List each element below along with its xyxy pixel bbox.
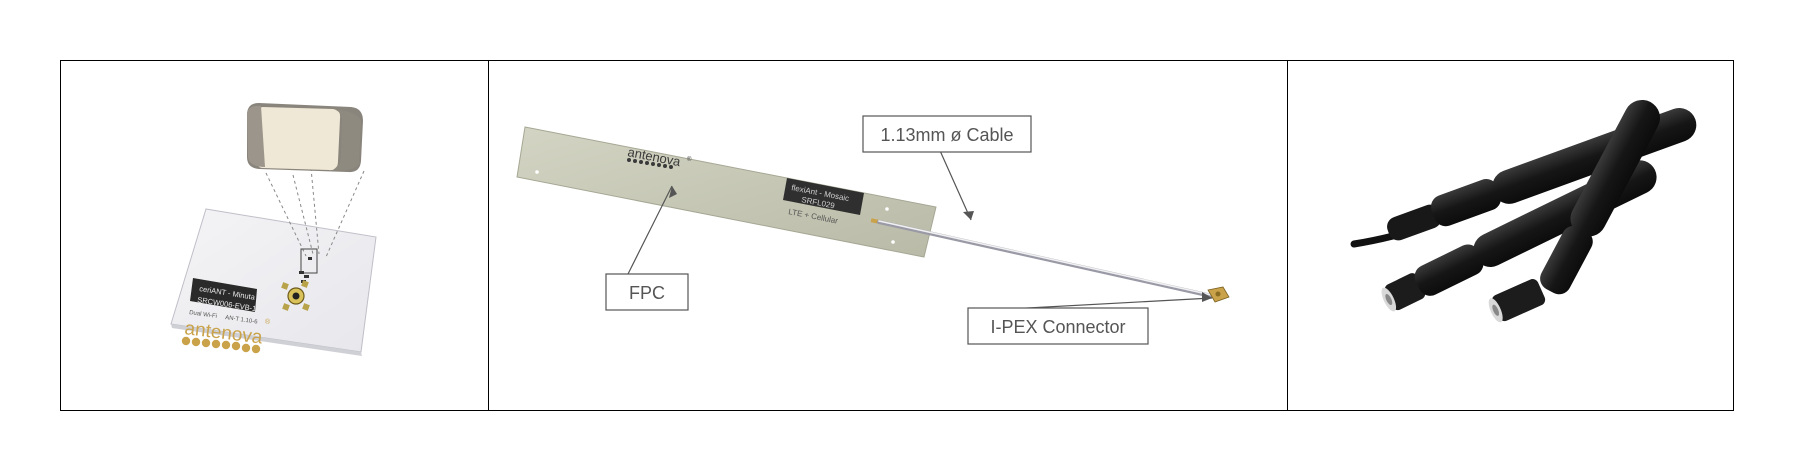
callout-connector: I-PEX Connector (967, 307, 1149, 345)
board-small-right: AN-T 1.10-6 (225, 315, 259, 326)
board-small-left: Dual Wi-Fi (189, 310, 218, 320)
callout-cable: 1.13mm ø Cable (862, 115, 1032, 153)
plate-brand-dots (627, 158, 673, 169)
chip-antenna-zoom (247, 103, 363, 173)
chip-antenna-panel: ceriANT - Minuta SRCW006-EVB-1 Dual Wi-F… (61, 61, 489, 410)
zoom-projection-lines (265, 167, 365, 258)
dipole-antenna-3 (1488, 99, 1661, 323)
sma-connector (281, 280, 310, 311)
external-antennas-illustration (1350, 99, 1697, 323)
ipex-connector (1207, 286, 1230, 303)
callout-connector-text: I-PEX Connector (990, 317, 1125, 337)
callout-cable-text: 1.13mm ø Cable (880, 125, 1013, 145)
callout-fpc: FPC (605, 273, 689, 311)
svg-text:®: ® (687, 156, 692, 163)
external-antenna-panel (1288, 61, 1733, 410)
svg-text:®: ® (265, 318, 271, 326)
brand-dots (181, 336, 261, 354)
coax-cable (870, 218, 1218, 299)
fpc-plate (516, 126, 937, 258)
figure-table: ceriANT - Minuta SRCW006-EVB-1 Dual Wi-F… (60, 60, 1734, 411)
fpc-antenna-panel: antenova ® flexiAnt - Mosaic SRFL029 LTE… (489, 61, 1288, 410)
callout-fpc-text: FPC (629, 283, 665, 303)
fpc-antenna-illustration: antenova ® flexiAnt - Mosaic SRFL029 LTE… (516, 115, 1230, 345)
chip-antenna-illustration: ceriANT - Minuta SRCW006-EVB-1 Dual Wi-F… (170, 103, 377, 356)
